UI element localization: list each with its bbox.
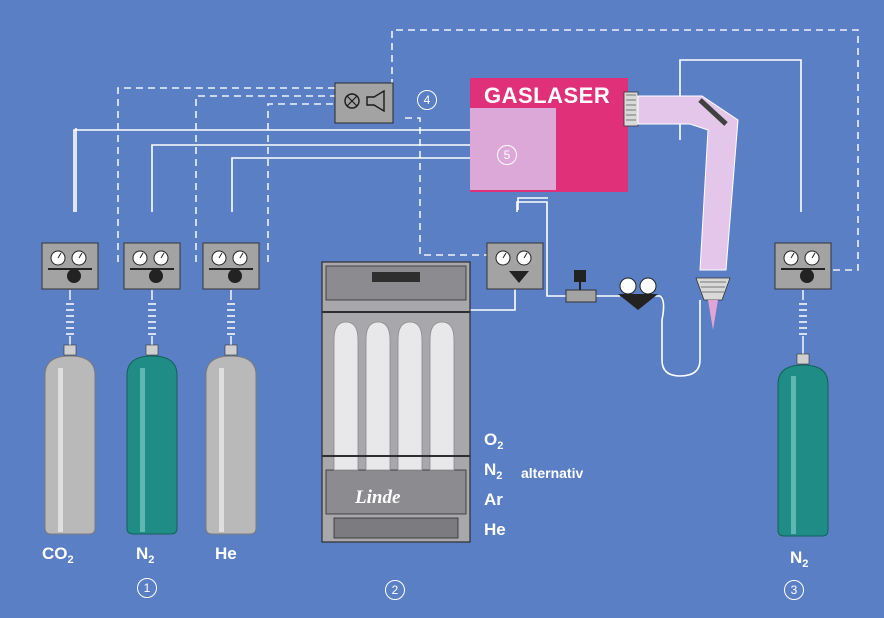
cylinder-label-n2-left: N2: [136, 544, 155, 566]
gas-lines: [73, 59, 802, 377]
gas-cylinders: [44, 344, 829, 537]
cylinder-label-he: He: [215, 544, 237, 563]
alt-gas-he: He: [484, 520, 506, 539]
alt-gas-ar: Ar: [484, 490, 503, 509]
alternative-gas-list: O2 N2 Ar He: [484, 428, 506, 548]
group-number-left: 1: [137, 578, 157, 598]
group-number-middle: 2: [385, 580, 405, 600]
bundle-brand-logo: Linde: [355, 487, 401, 508]
valve-assembly: [565, 270, 658, 310]
supply-hoses: [66, 290, 807, 358]
laser-controller: [334, 82, 394, 124]
controller-number: 4: [417, 90, 437, 110]
cylinder-bundle: [321, 261, 471, 543]
alt-gas-o2: O2: [484, 430, 504, 452]
alt-gas-n2: N2: [484, 460, 503, 482]
control-lines: [117, 29, 859, 271]
laser-title: GASLASER: [484, 83, 611, 108]
group-number-right: 3: [784, 580, 804, 600]
cylinder-label-n2-right: N2: [790, 548, 809, 570]
laser-module-number: 5: [497, 145, 517, 165]
regulator-panels: [41, 242, 832, 290]
alternative-label: alternativ: [521, 465, 584, 481]
laser-beam: [637, 95, 739, 330]
cylinder-label-co2: CO2: [42, 544, 74, 566]
